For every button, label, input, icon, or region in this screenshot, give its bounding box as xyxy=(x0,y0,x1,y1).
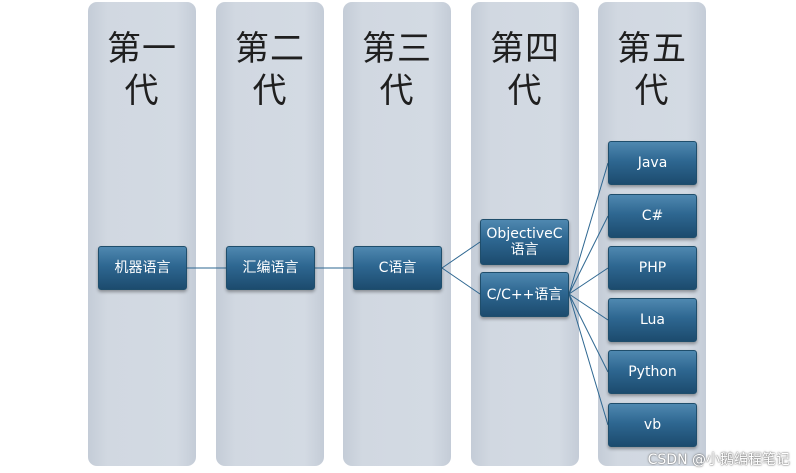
node-objective-c: ObjectiveC 语言 xyxy=(480,219,569,265)
column-title: 第三 代 xyxy=(343,28,451,112)
node-label: PHP xyxy=(638,260,667,276)
node-label: 机器语言 xyxy=(114,260,171,276)
node-label: 汇编语言 xyxy=(242,260,299,276)
column-title-line2: 代 xyxy=(634,71,670,111)
node-vb: vb xyxy=(608,403,697,447)
watermark: CSDN @小鹅编程笔记 xyxy=(647,452,790,468)
node-label: Lua xyxy=(639,312,665,328)
node-php: PHP xyxy=(608,246,697,290)
connector-cpp-python xyxy=(568,293,609,373)
generation-column-3: 第三 代 xyxy=(343,2,451,466)
column-title-line1: 第三 xyxy=(362,29,432,69)
node-assembly-language: 汇编语言 xyxy=(226,246,315,290)
node-c-language: C语言 xyxy=(353,246,442,290)
column-title-line1: 第二 xyxy=(235,29,305,69)
node-label-line1: ObjectiveC xyxy=(486,226,563,242)
connector-cpp-java xyxy=(568,162,609,295)
node-label: C/C++语言 xyxy=(486,286,563,303)
node-label: C# xyxy=(641,208,664,224)
column-title: 第五 代 xyxy=(598,28,706,112)
generation-column-2: 第二 代 xyxy=(216,2,324,466)
node-label: Python xyxy=(628,364,677,380)
connector-cpp-csharp xyxy=(568,215,609,295)
column-title-line2: 代 xyxy=(252,71,288,111)
connector-cpp-lua xyxy=(568,293,609,321)
node-csharp: C# xyxy=(608,194,697,238)
node-label: vb xyxy=(643,417,662,433)
node-machine-language: 机器语言 xyxy=(98,246,187,290)
connector-c-objc xyxy=(441,241,481,269)
column-title: 第四 代 xyxy=(471,28,579,112)
node-python: Python xyxy=(608,350,697,394)
node-lua: Lua xyxy=(608,298,697,342)
column-title-line1: 第五 xyxy=(617,29,687,69)
column-title-line1: 第四 xyxy=(490,29,560,69)
column-title: 第一 代 xyxy=(88,28,196,112)
column-title: 第二 代 xyxy=(216,28,324,112)
node-label: Java xyxy=(637,155,668,171)
column-title-line2: 代 xyxy=(379,71,415,111)
connector-cpp-vb xyxy=(568,293,609,426)
connector-c-cpp xyxy=(441,267,481,295)
node-label-line2: 语言 xyxy=(510,242,539,258)
node-java: Java xyxy=(608,141,697,185)
column-title-line2: 代 xyxy=(124,71,160,111)
connector-cpp-php xyxy=(568,267,609,295)
generation-column-1: 第一 代 xyxy=(88,2,196,466)
node-label: C语言 xyxy=(378,260,417,276)
column-title-line1: 第一 xyxy=(107,29,177,69)
node-c-cpp: C/C++语言 xyxy=(480,272,569,317)
column-title-line2: 代 xyxy=(507,71,543,111)
